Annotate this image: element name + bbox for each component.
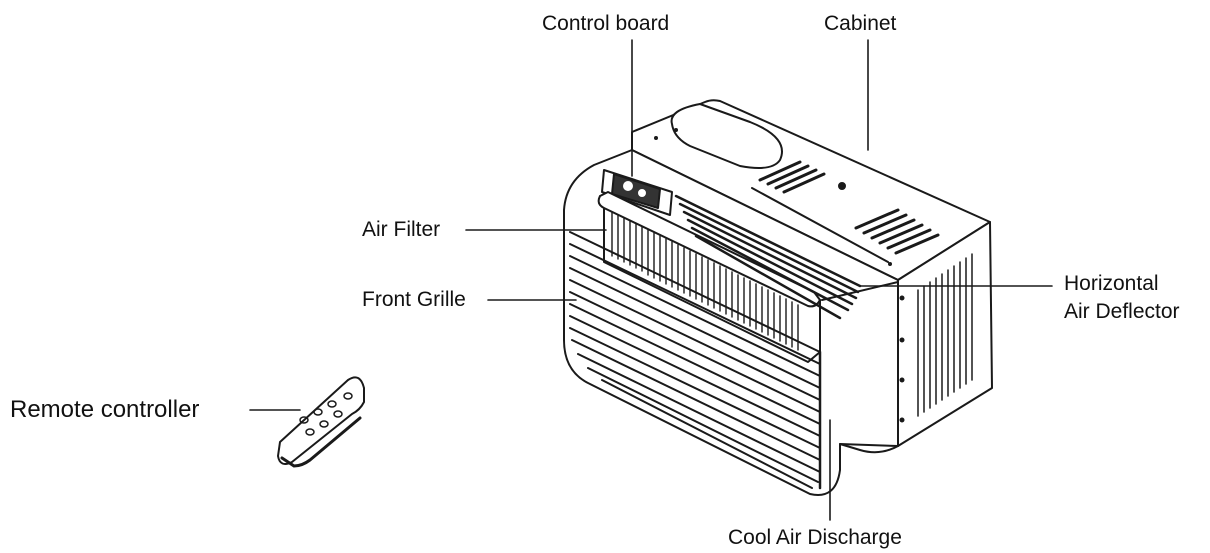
front-grille: [569, 231, 822, 490]
cabinet: [631, 99, 993, 447]
horizontal-air-deflector-label-line2: Air Deflector: [1064, 300, 1180, 323]
cabinet-label: Cabinet: [824, 12, 897, 35]
control-board: [601, 169, 673, 216]
horizontal-air-deflector-label-line1: Horizontal: [1064, 272, 1159, 295]
cool-air-discharge-label: Cool Air Discharge: [728, 526, 902, 549]
front-grille-label: Front Grille: [362, 288, 466, 311]
air-filter-label: Air Filter: [362, 218, 441, 241]
horizontal-air-deflector: [597, 191, 862, 320]
control-board-label: Control board: [542, 12, 670, 35]
remote-controller-label: Remote controller: [10, 396, 200, 423]
remote-controller-drawing: [277, 376, 365, 468]
